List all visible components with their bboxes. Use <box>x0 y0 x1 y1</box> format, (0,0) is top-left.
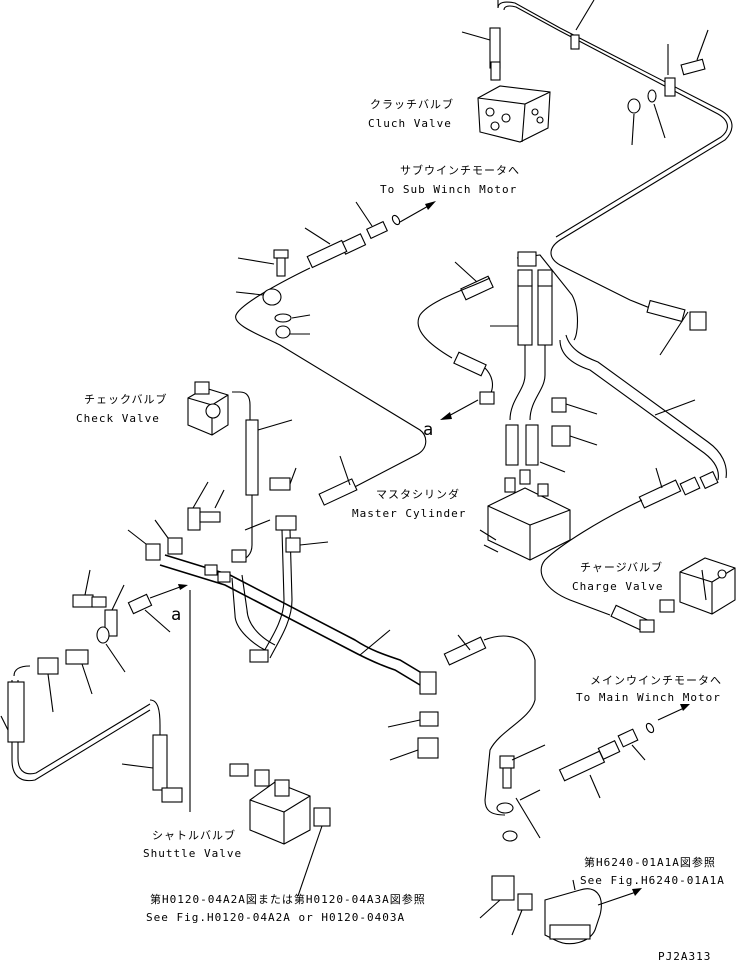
reference-label-en-2: See Fig.H6240-01A1A <box>580 874 725 887</box>
charge-valve-body <box>540 467 736 633</box>
shuttle-valve-label-en: Shuttle Valve <box>143 847 243 860</box>
sub-winch-fittings <box>235 201 436 506</box>
main-winch-label-jp: メインウインチモータへ <box>590 674 722 687</box>
master-cylinder-body <box>479 469 571 561</box>
reference-label-jp-2: 第H6240-01A1A図参照 <box>584 856 716 869</box>
shuttle-valve-label-jp: シャトルバルブ <box>152 829 236 842</box>
clutch-valve-label-en: Cluch Valve <box>368 117 452 130</box>
master-cylinder-label-jp: マスタシリンダ <box>376 488 460 501</box>
check-valve-label-en: Check Valve <box>76 412 160 425</box>
tube-harness <box>159 467 437 695</box>
reference-label-en-1: See Fig.H0120-04A2A or H0120-0403A <box>146 911 406 924</box>
charge-valve-label-en: Charge Valve <box>572 580 664 593</box>
shuttle-valve-body <box>121 590 331 897</box>
check-valve-label-jp: チェックバルブ <box>84 393 168 406</box>
check-valve-body <box>187 381 293 563</box>
detail-a-marker-1: a <box>423 420 434 440</box>
clutch-hose-fittings <box>461 0 709 146</box>
main-winch-label-en: To Main Winch Motor <box>576 691 721 704</box>
sub-winch-label-jp: サブウインチモータへ <box>400 164 520 177</box>
detail-a-marker-2: a <box>171 605 182 625</box>
pipe-top-loop <box>497 0 733 321</box>
reference-label-jp-1: 第H0120-04A2A図または第H0120-04A3A図参照 <box>150 893 426 906</box>
bottom-right-fittings <box>387 634 690 945</box>
left-bolt-group <box>0 481 225 782</box>
charge-valve-label-jp: チャージバルブ <box>580 561 664 574</box>
drawing-number: PJ2A313 <box>658 950 712 963</box>
master-cylinder-label-en: Master Cylinder <box>352 507 467 520</box>
sub-winch-label-en: To Sub Winch Motor <box>380 183 518 196</box>
clutch-valve-label-jp: クラッチバルブ <box>370 98 454 111</box>
bolts-left-upper <box>235 249 311 339</box>
clutch-valve-body <box>477 85 551 143</box>
master-cyl-hoses <box>417 251 727 481</box>
